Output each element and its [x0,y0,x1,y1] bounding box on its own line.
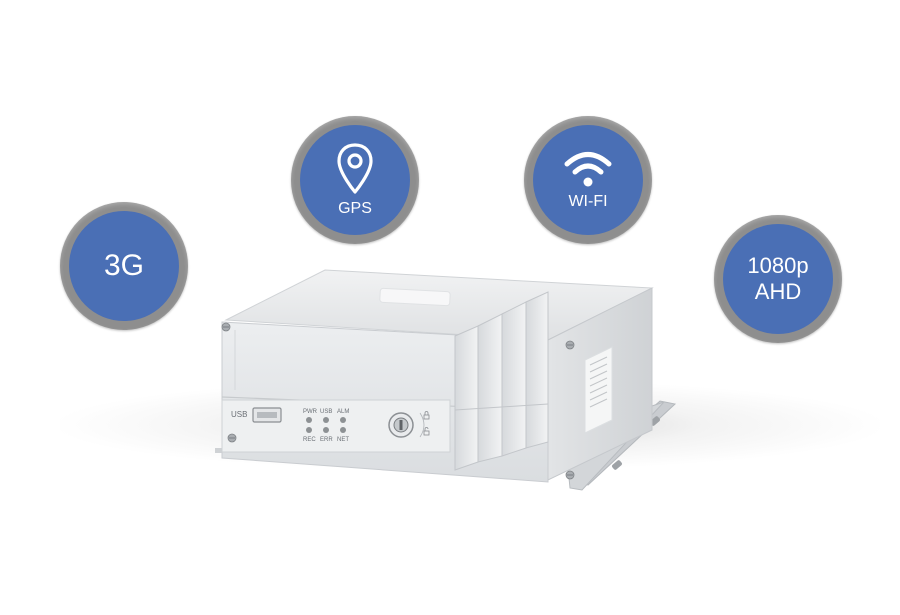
led-label-rec: REC [303,437,316,443]
side-sticker [584,346,613,434]
lock-arc [419,412,425,438]
badge-wifi-label: WI-FI [568,193,608,210]
badge-gps-label: GPS [338,200,372,217]
screw-slots [223,326,573,476]
bracket-slot [650,416,660,426]
usb-label: USB [231,410,247,419]
badge-3g-label: 3G [103,249,145,282]
lock-icon [423,411,430,420]
led-label-usb: USB [320,409,332,415]
bracket-slot [612,460,622,470]
led-label-alm: ALM [337,409,349,415]
badge-resolution-label: 1080p [747,253,809,278]
led-alm [340,417,346,423]
led-rec [306,427,312,433]
led-label-pwr: PWR [303,409,318,415]
key-lock[interactable] [388,412,414,438]
led-usb [323,417,329,423]
badge-1080p-ahd: 1080p AHD [714,215,842,343]
sticker-lines [589,356,608,408]
top-label-plate [379,287,451,307]
badge-gps: GPS [291,116,419,244]
led-pwr [306,417,312,423]
led-net [340,427,346,433]
wifi-icon [564,152,612,187]
led-err [323,427,329,433]
badge-wifi: WI-FI [524,116,652,244]
badge-format-label: AHD [754,279,802,304]
led-label-err: ERR [320,437,333,443]
badge-3g: 3G [60,202,188,330]
heat-sink-fins [454,291,549,471]
led-label-net: NET [337,437,349,443]
usb-port-inner [257,412,277,418]
unlock-icon [423,427,430,436]
map-pin-icon [337,143,373,194]
led-indicators: PWR USB ALM REC ERR NET [303,409,349,443]
